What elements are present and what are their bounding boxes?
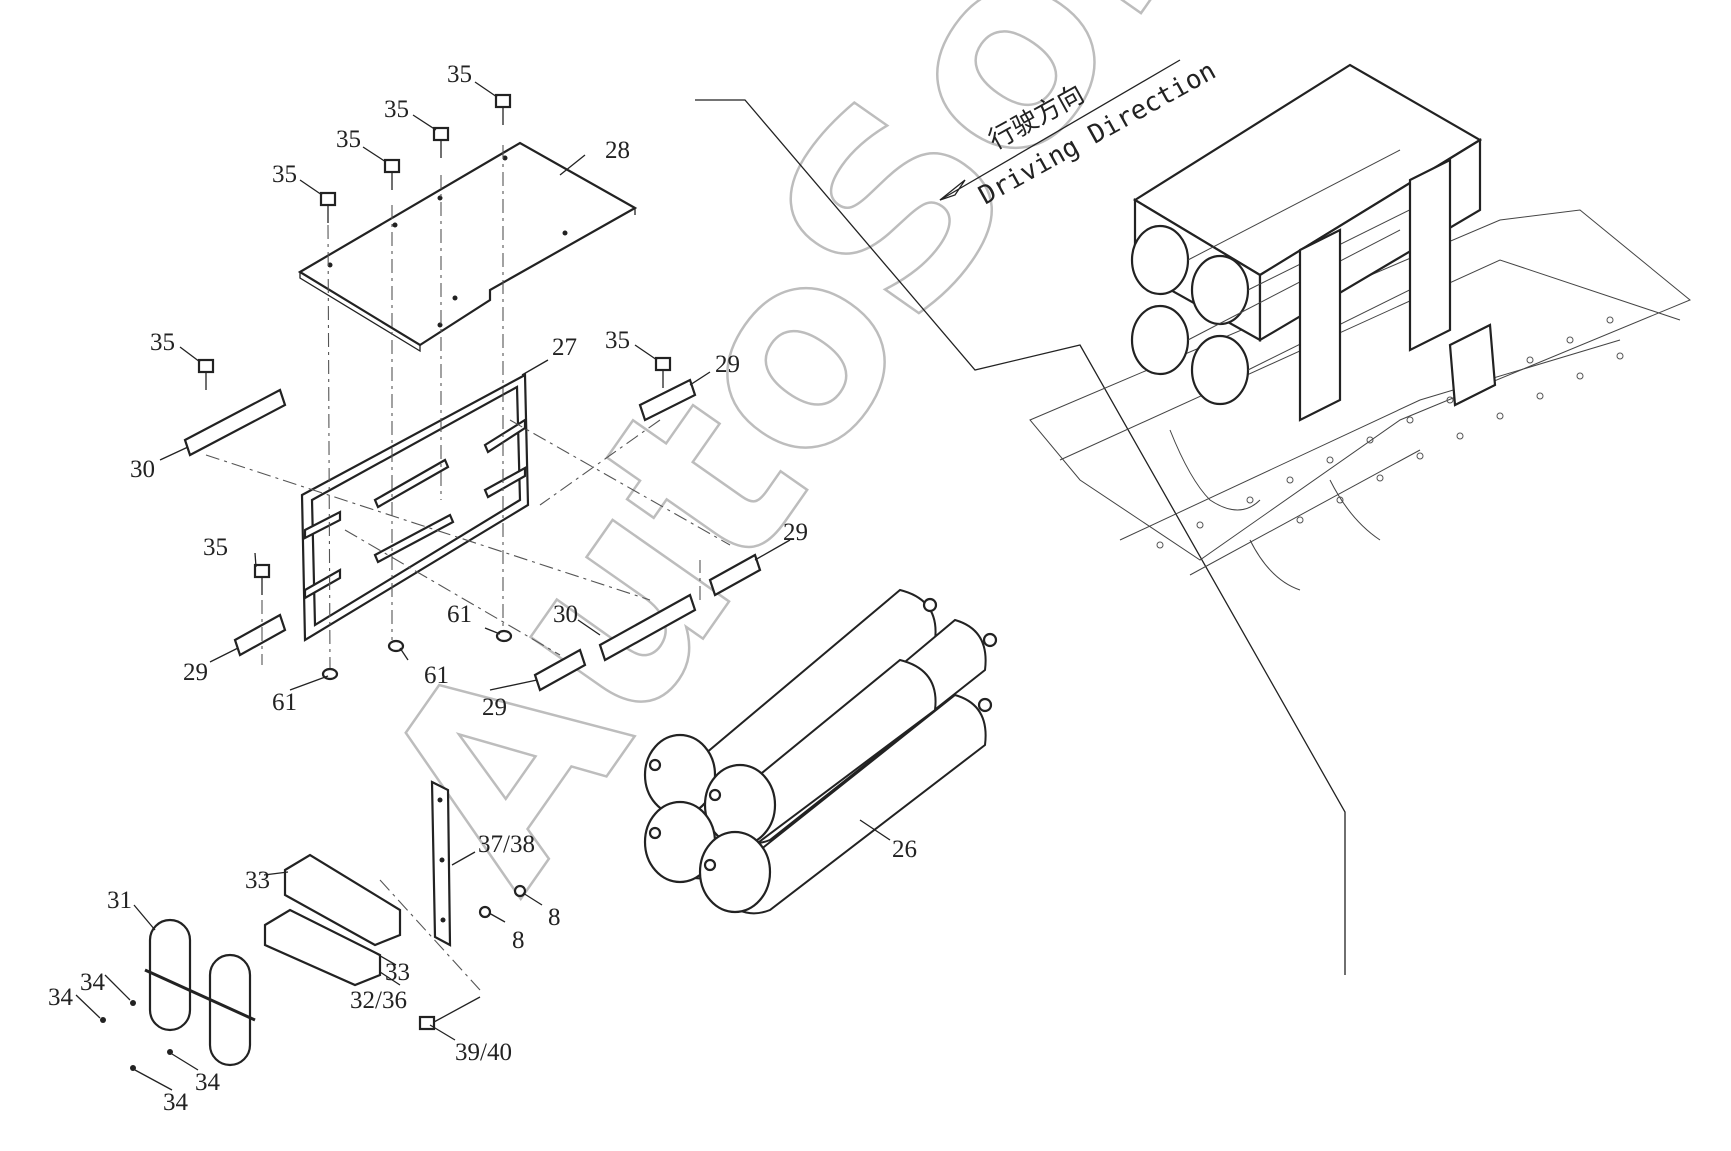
label-30: 30 (130, 456, 155, 483)
label-37-38: 37/38 (478, 831, 535, 858)
label-29: 29 (183, 659, 208, 686)
label-29: 29 (783, 519, 808, 546)
part-30-rails (183, 388, 697, 662)
part-labels: 35 35 35 35 28 27 35 35 29 30 35 29 30 6… (48, 61, 917, 1116)
label-35: 35 (336, 126, 361, 153)
bracket-front (1298, 228, 1342, 422)
label-29: 29 (482, 694, 507, 721)
label-35: 35 (272, 161, 297, 188)
label-34: 34 (48, 984, 74, 1011)
assembly-lines (205, 145, 731, 991)
label-34: 34 (80, 969, 106, 996)
part-33-saddles (263, 853, 402, 987)
bolt-39-40 (418, 996, 481, 1031)
washers-8 (478, 884, 527, 919)
frame-holes (1156, 316, 1624, 549)
label-34: 34 (163, 1089, 189, 1116)
part-26-cylinders (643, 588, 998, 915)
part-27-frame (300, 373, 530, 642)
chassis-frame-outline (1029, 209, 1691, 561)
label-35: 35 (150, 329, 175, 356)
label-61: 61 (424, 662, 449, 689)
part-29-brackets (233, 378, 762, 692)
label-61: 61 (447, 601, 472, 628)
label-8: 8 (512, 927, 525, 954)
small-parts-34 (100, 1000, 173, 1071)
label-39-40: 39/40 (455, 1039, 512, 1066)
bracket-rear (1408, 158, 1452, 352)
label-29: 29 (715, 351, 740, 378)
frame-plate (1448, 323, 1497, 407)
assembled-view: 行驶方向 Driving Direction (695, 56, 1691, 975)
label-33: 33 (385, 959, 410, 986)
label-35: 35 (605, 327, 630, 354)
label-26: 26 (892, 836, 917, 863)
part-37-38-bracket (430, 780, 452, 947)
label-35: 35 (384, 96, 409, 123)
bolts-35 (197, 93, 672, 595)
label-28: 28 (605, 137, 630, 164)
cylinder-ends (1130, 224, 1250, 406)
label-35: 35 (203, 534, 228, 561)
label-31: 31 (107, 887, 132, 914)
part-28-cover-plate (297, 141, 638, 353)
label-35: 35 (447, 61, 472, 88)
label-27: 27 (552, 334, 577, 361)
label-30: 30 (553, 601, 578, 628)
label-8: 8 (548, 904, 561, 931)
part-31-straps (144, 918, 256, 1067)
label-34: 34 (195, 1069, 221, 1096)
label-32-36: 32/36 (350, 987, 407, 1014)
label-33: 33 (245, 867, 270, 894)
detail-callout-line (695, 99, 1346, 975)
leader-lines (75, 81, 891, 1091)
label-61: 61 (272, 689, 297, 716)
